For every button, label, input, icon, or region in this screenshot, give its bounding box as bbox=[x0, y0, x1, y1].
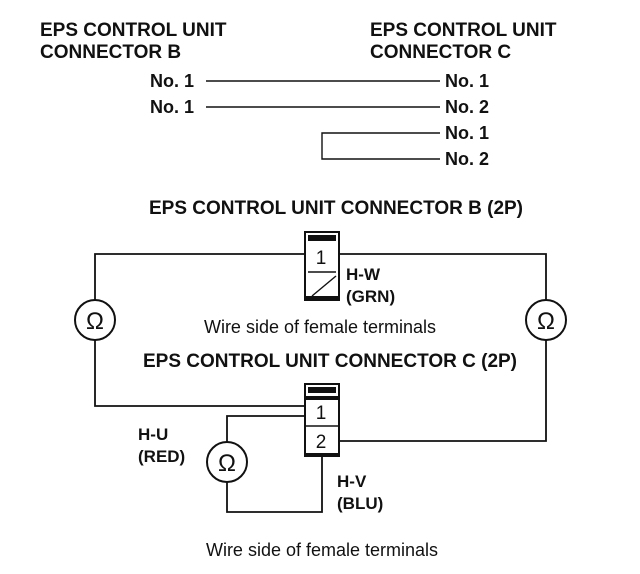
wire-h-u bbox=[226, 415, 305, 442]
wire-h-v bbox=[226, 456, 323, 513]
connector-b-icon bbox=[304, 231, 340, 301]
connector-c-caption: Wire side of female terminals bbox=[206, 540, 438, 560]
row2-right-pin: No. 2 bbox=[445, 97, 489, 117]
connector-b-terminal-1: 1 bbox=[316, 248, 327, 269]
row3-right-pin: No. 1 bbox=[445, 123, 489, 143]
wire-h-v-name: H-V bbox=[337, 472, 367, 491]
connector-c-terminal-2: 2 bbox=[316, 432, 327, 453]
connector-b-title: EPS CONTROL UNIT CONNECTOR B (2P) bbox=[149, 198, 523, 219]
connector-b-wire-name: H-W bbox=[346, 265, 381, 284]
wire-h-v-color: (BLU) bbox=[337, 494, 383, 513]
connector-b-left-wire bbox=[94, 253, 305, 300]
ohm-symbol-bottom: Ω bbox=[218, 450, 236, 477]
ohmmeter-icon bbox=[206, 441, 248, 483]
connector-b-header-line2: CONNECTOR B bbox=[40, 42, 181, 63]
connection-table: EPS CONTROL UNIT CONNECTOR B EPS CONTROL… bbox=[40, 20, 557, 169]
connector-b-header-line1: EPS CONTROL UNIT bbox=[40, 20, 227, 41]
connector-b-right-wire bbox=[339, 253, 547, 300]
wire-h-u-name: H-U bbox=[138, 425, 168, 444]
row2-left-pin: No. 1 bbox=[150, 97, 194, 117]
connector-c-right-wire bbox=[339, 340, 547, 442]
connector-c-left-wire bbox=[94, 340, 305, 407]
connector-c-header-line2: CONNECTOR C bbox=[370, 42, 511, 63]
ohm-symbol-left: Ω bbox=[86, 308, 104, 335]
connector-c-title: EPS CONTROL UNIT CONNECTOR C (2P) bbox=[143, 351, 517, 372]
row1-right-pin: No. 1 bbox=[445, 71, 489, 91]
row1-left-pin: No. 1 bbox=[150, 71, 194, 91]
connector-b-wire-color: (GRN) bbox=[346, 287, 395, 306]
wire-h-u-color: (RED) bbox=[138, 447, 185, 466]
connector-b-caption: Wire side of female terminals bbox=[204, 317, 436, 337]
connector-c-icon bbox=[304, 383, 340, 457]
connector-c-header-line1: EPS CONTROL UNIT bbox=[370, 20, 557, 41]
row3-row4-jumper-line bbox=[321, 132, 440, 160]
row4-right-pin: No. 2 bbox=[445, 149, 489, 169]
ohm-symbol-right: Ω bbox=[537, 308, 555, 335]
connector-c-terminal-1: 1 bbox=[316, 403, 327, 424]
